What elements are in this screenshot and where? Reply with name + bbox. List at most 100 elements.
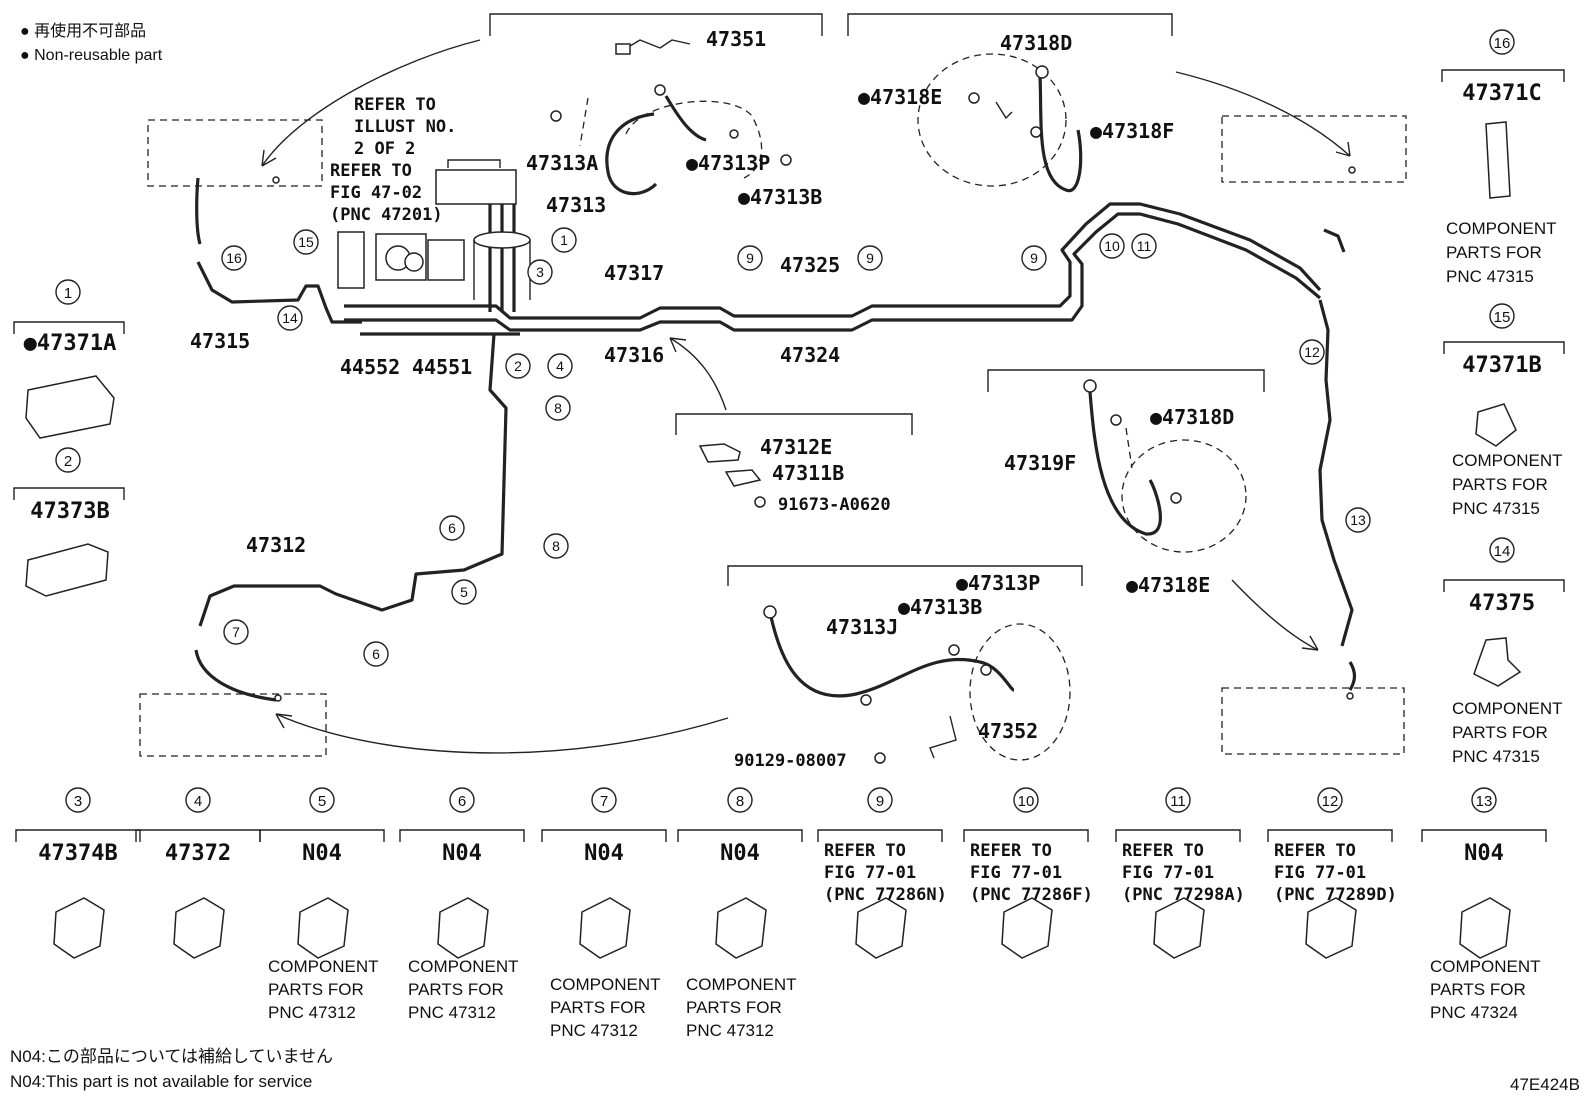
- bracket-top-right: [847, 13, 1173, 36]
- label-47313B-low: ●47313B: [898, 595, 982, 619]
- bottom-comp-line: PARTS FOR: [550, 998, 646, 1017]
- bottom-refer-line: (PNC 77289D): [1274, 885, 1397, 905]
- side-part-47371A: ●47371A: [24, 331, 117, 356]
- bottom-num: 5: [318, 793, 326, 810]
- side-item-2: 2 47373B: [13, 447, 125, 597]
- bottom-comp-line: PNC 47312: [550, 1021, 638, 1040]
- bottom-num: 9: [876, 793, 884, 810]
- label-47318D-mid: ●47318D: [1150, 405, 1234, 429]
- label-47312E: 47312E: [760, 435, 832, 459]
- label-47313J: 47313J: [826, 615, 898, 639]
- pipe-right-upper-hose: [1323, 228, 1346, 253]
- arrow-top-left: [261, 39, 481, 167]
- label-47324: 47324: [780, 343, 840, 367]
- pipe-callout-9-b: 9: [857, 245, 883, 271]
- bottom-refer-line: (PNC 77286N): [824, 885, 947, 905]
- pipe-right-down: [1318, 299, 1354, 647]
- side-item-15: 15 47371B COMPONENT PARTS FOR PNC 47315: [1443, 303, 1565, 518]
- pipe-callout-13: 13: [1345, 507, 1371, 533]
- bottom-refer-line: FIG 77-01: [1122, 863, 1214, 883]
- bracket-top-left: [489, 13, 823, 36]
- bottom-comp-line: PARTS FOR: [1430, 980, 1526, 999]
- pipe-callout-10: 10: [1099, 233, 1125, 259]
- bottom-clip-shape: [855, 897, 907, 959]
- pipe-callout-label: 9: [746, 250, 754, 266]
- hose-47313A-illustration: [550, 39, 792, 196]
- side-item-16: 16 47371C COMPONENT PARTS FOR PNC 47315: [1441, 29, 1565, 286]
- pipe-callout-2: 2: [505, 353, 531, 379]
- bottom-clip-shape: [1305, 897, 1357, 959]
- bottom-num: 6: [458, 793, 466, 810]
- refer-illust-l1: REFER TO: [354, 95, 436, 115]
- pipe-network: [194, 177, 1357, 702]
- legend-jp: ● 再使用不可部品: [20, 22, 146, 40]
- side-comp-16-l3: PNC 47315: [1446, 267, 1534, 286]
- bottom-part: N04: [302, 841, 342, 866]
- pipe-callout-7: 7: [223, 619, 249, 645]
- label-47313P-low: ●47313P: [956, 571, 1040, 595]
- side-num-16: 16: [1494, 35, 1511, 52]
- bottom-comp-line: PNC 47312: [408, 1003, 496, 1022]
- label-47325: 47325: [780, 253, 840, 277]
- pipe-callout-label: 3: [536, 264, 544, 280]
- pipe-callout-label: 5: [460, 584, 468, 600]
- refer-fig-l1: REFER TO: [330, 161, 412, 181]
- clip-47373B-shape: [25, 543, 109, 597]
- bottom-clip-shape: [1459, 897, 1511, 959]
- side-part-47371C: 47371C: [1462, 81, 1541, 106]
- drawing-id: 47E424B: [1510, 1075, 1580, 1094]
- bracket-low-mid: [727, 565, 1083, 586]
- label-44552: 44552: [340, 355, 400, 379]
- footer-note-jp: N04:この部品については補給していません: [10, 1047, 333, 1066]
- clip-47371C-shape: [1485, 121, 1511, 199]
- arrow-top-right: [1175, 71, 1351, 157]
- bottom-num: 10: [1018, 793, 1035, 810]
- bottom-comp-line: COMPONENT: [686, 975, 797, 994]
- pipe-callout-label: 8: [552, 538, 560, 554]
- bracket-mid-right: [987, 369, 1265, 392]
- pipe-callout-14: 14: [277, 305, 303, 331]
- label-47318E-top: ●47318E: [858, 85, 942, 109]
- side-comp-16-l1: COMPONENT: [1446, 219, 1557, 238]
- bottom-num: 7: [600, 793, 608, 810]
- pipe-callout-12: 12: [1299, 339, 1325, 365]
- body-box-lower-right: [1221, 687, 1405, 755]
- pipe-47315: [196, 261, 362, 324]
- pipe-callout-label: 9: [866, 250, 874, 266]
- bottom-clip-shape: [437, 897, 489, 959]
- pipe-callout-8: 8: [545, 395, 571, 421]
- side-comp-16-l2: PARTS FOR: [1446, 243, 1542, 262]
- bottom-comp-line: PNC 47312: [268, 1003, 356, 1022]
- clip-47371B-shape: [1475, 403, 1517, 447]
- pipe-47325: [344, 202, 1322, 320]
- pipe-callout-16: 16: [221, 245, 247, 271]
- bottom-comp-line: COMPONENT: [268, 957, 379, 976]
- hose-47318D-illustration: [917, 53, 1083, 193]
- bottom-part: 47372: [165, 841, 231, 866]
- bottom-clip-shape: [1153, 897, 1205, 959]
- hose-flare-markers: [272, 166, 1356, 702]
- bottom-part: N04: [1464, 841, 1504, 866]
- bottom-refer-line: REFER TO: [1122, 841, 1204, 861]
- bottom-comp-line: PNC 47312: [686, 1021, 774, 1040]
- bottom-comp-line: PNC 47324: [1430, 1003, 1518, 1022]
- bottom-num: 3: [74, 793, 82, 810]
- side-part-47375: 47375: [1469, 591, 1535, 616]
- pipe-right-lower-hose: [1348, 661, 1357, 691]
- pipe-callout-label: 16: [226, 250, 242, 266]
- bottom-clip-shape: [715, 897, 767, 959]
- label-47311B: 47311B: [772, 461, 844, 485]
- side-item-1: 1 ●47371A: [13, 279, 125, 439]
- bottom-refer-line: REFER TO: [824, 841, 906, 861]
- bottom-comp-line: COMPONENT: [408, 957, 519, 976]
- bottom-clip-shape: [579, 897, 631, 959]
- body-box-upper-left: [147, 119, 323, 187]
